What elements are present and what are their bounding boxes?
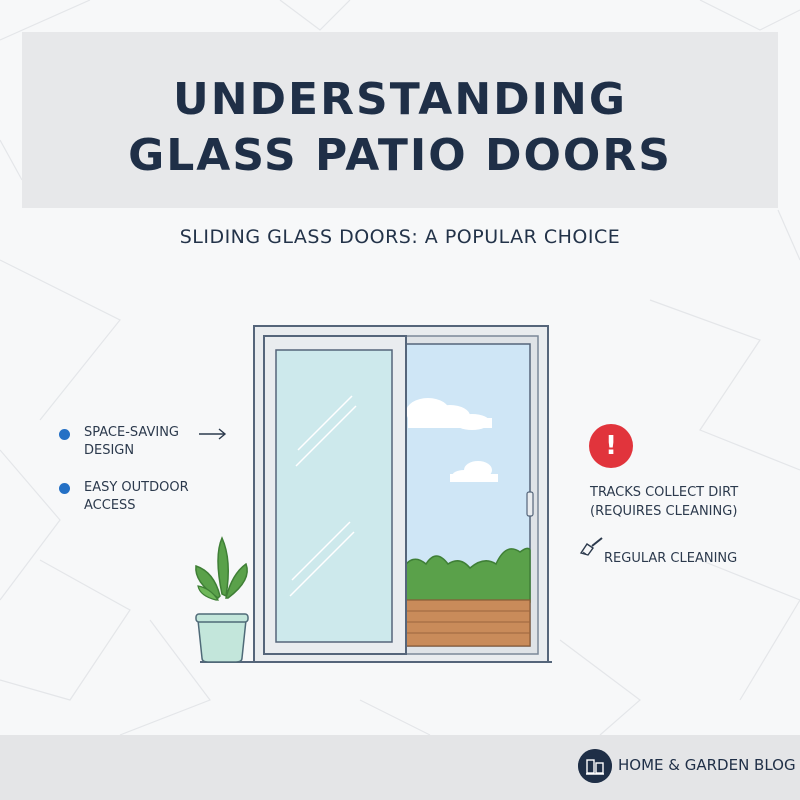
page-title-line-2: GLASS PATIO DOORS (128, 130, 672, 181)
pro-item-line: SPACE-SAVING (84, 425, 179, 440)
subtitle: SLIDING GLASS DOORS: A POPULAR CHOICE (179, 226, 621, 248)
page-title-line-1: UNDERSTANDING (172, 74, 627, 125)
sliding-door-illustration (195, 325, 552, 663)
pro-bullet-1 (59, 429, 70, 440)
title-band: UNDERSTANDING GLASS PATIO DOORS (22, 32, 778, 208)
cloud-icon (406, 398, 492, 430)
brush-icon (579, 537, 603, 556)
pro-item-line: DESIGN (84, 443, 135, 458)
alert-icon: ! (589, 424, 633, 468)
footer-brand[interactable]: HOME & GARDEN BLOG (618, 756, 796, 774)
arrow-right-icon (199, 428, 227, 440)
blog-logo-icon (578, 749, 612, 783)
con-tracks-dirt: TRACKS COLLECT DIRT (REQUIRES CLEANING) (590, 483, 738, 521)
con-line: (REQUIRES CLEANING) (590, 504, 738, 519)
plant-icon (195, 536, 249, 663)
pro-item-line: ACCESS (84, 498, 136, 513)
pro-item-space-saving: SPACE-SAVING DESIGN (84, 424, 179, 460)
outdoor-view (401, 343, 534, 647)
con-regular-cleaning: REGULAR CLEANING (604, 551, 738, 566)
pro-item-line: EASY OUTDOOR (84, 480, 189, 495)
pro-item-outdoor-access: EASY OUTDOOR ACCESS (84, 479, 189, 515)
glass-panel (263, 335, 407, 655)
door-handle-icon (526, 491, 534, 517)
footer-bar (0, 735, 800, 800)
pro-bullet-2 (59, 483, 70, 494)
con-line: TRACKS COLLECT DIRT (590, 485, 739, 500)
